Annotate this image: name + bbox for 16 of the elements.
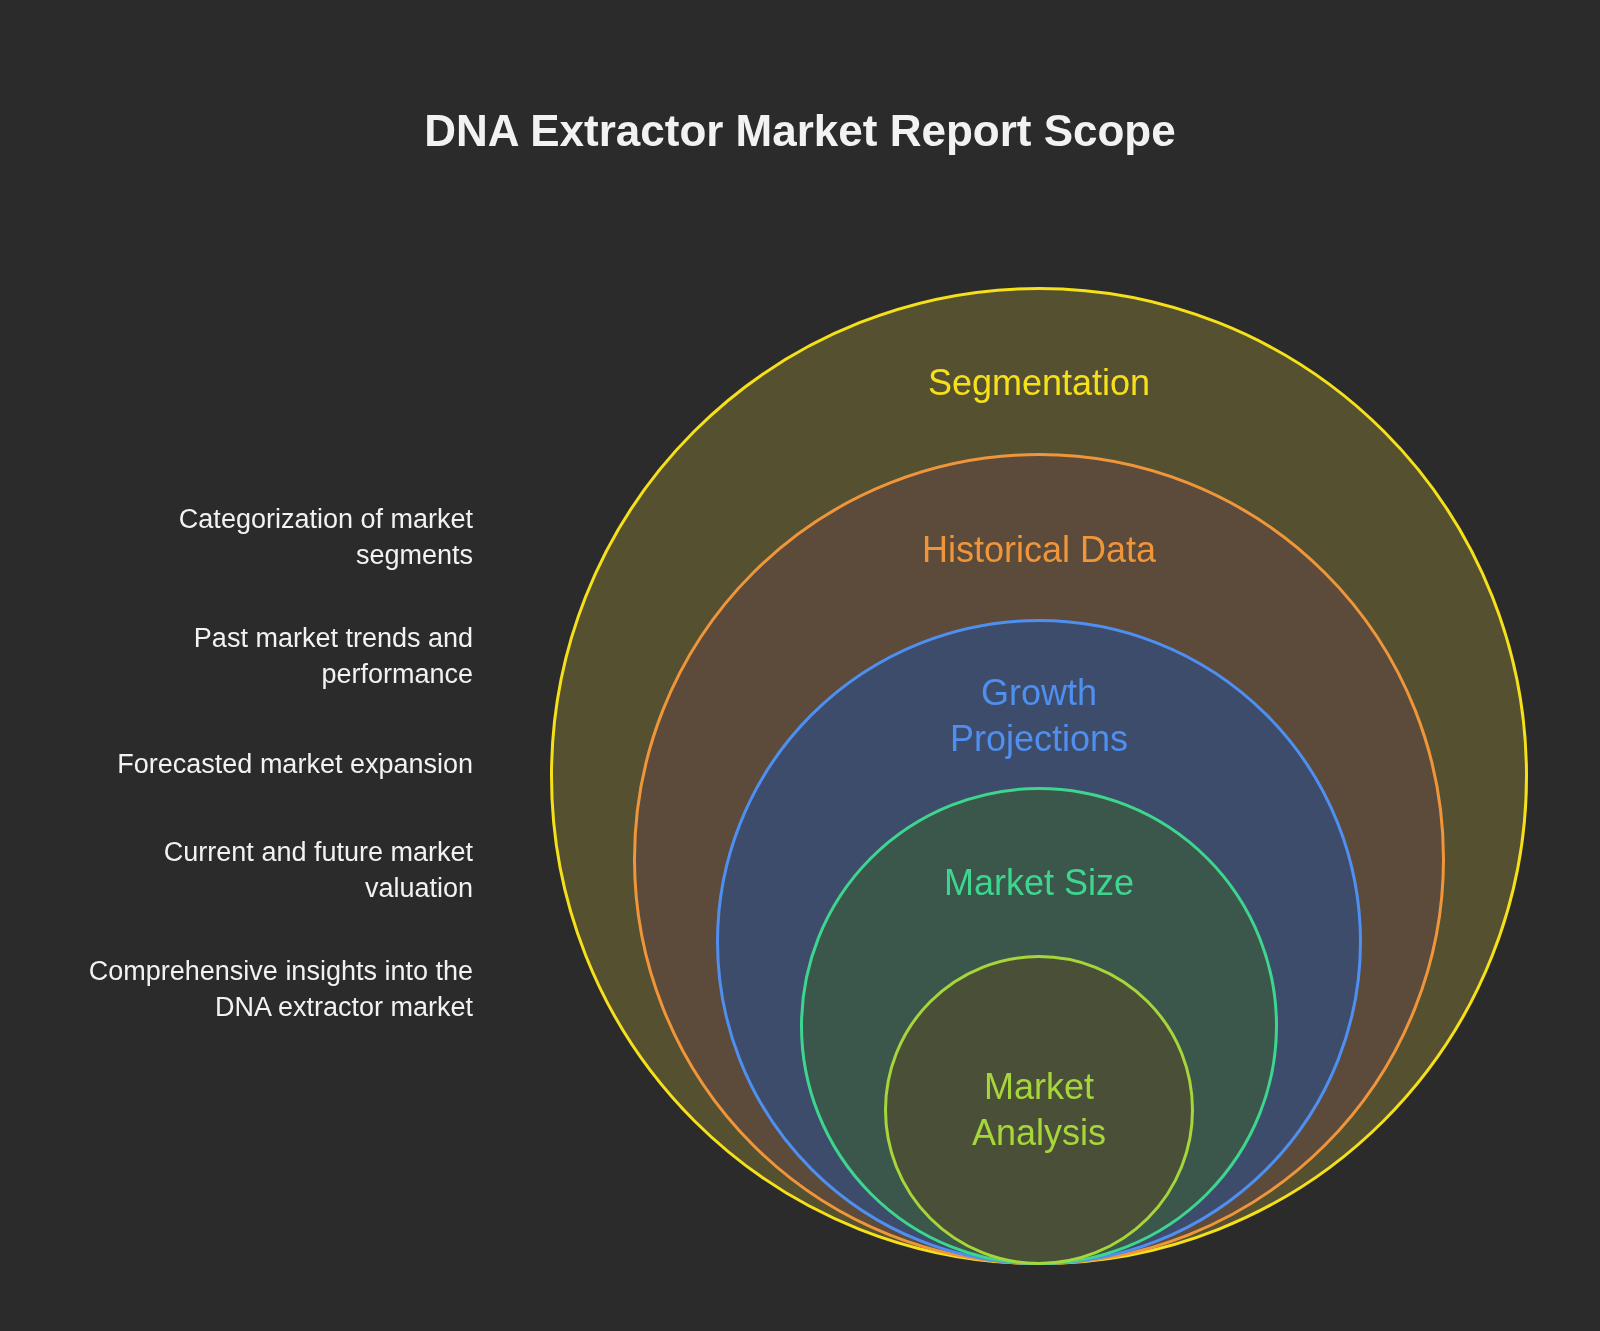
nested-circle	[550, 287, 1528, 1265]
circle-label: Growth Projections	[948, 671, 1130, 761]
nested-circle	[800, 787, 1278, 1265]
description-text: Categorization of market segments	[177, 503, 473, 572]
circle-label: Market Analysis	[970, 1065, 1108, 1155]
description-text: Comprehensive insights into the DNA extractor market	[88, 955, 473, 1024]
nested-circle	[716, 619, 1362, 1265]
description-text: Past market trends and performance	[192, 622, 473, 691]
nested-circle	[633, 453, 1445, 1265]
description-text: Current and future market valuation	[162, 836, 473, 905]
diagram-title: DNA Extractor Market Report Scope	[424, 106, 1176, 156]
description-text: Forecasted market expansion	[117, 748, 473, 781]
circle-label: Market Size	[943, 861, 1135, 905]
circle-label: Segmentation	[927, 361, 1151, 405]
nested-circle	[884, 955, 1194, 1265]
circle-label: Historical Data	[921, 528, 1157, 572]
